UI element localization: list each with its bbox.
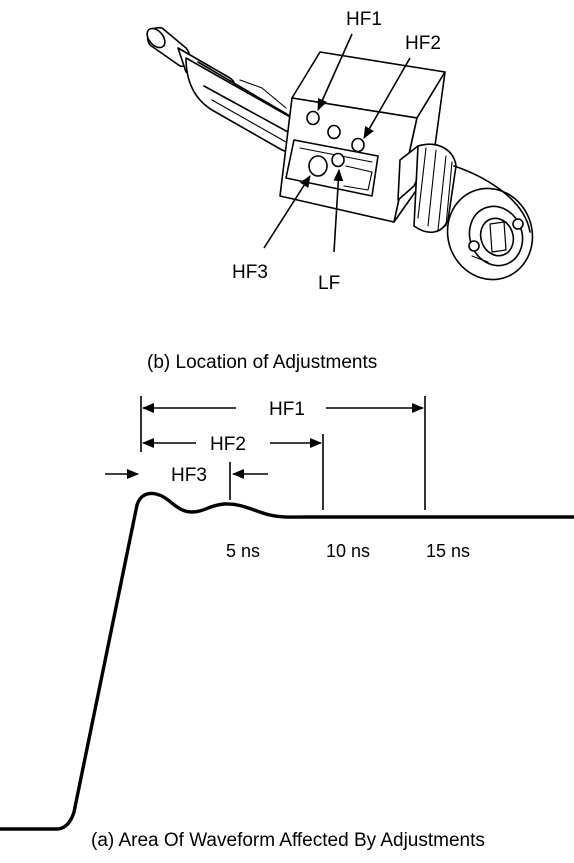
hf2-span-label: HF2 <box>210 434 246 455</box>
five-ns-tick-label: 5 ns <box>226 541 260 561</box>
hf1-probe-label: HF1 <box>346 9 382 30</box>
waveform-figure-caption: (a) Area Of Waveform Affected By Adjustm… <box>91 830 485 851</box>
hf1-adjustment-hole <box>306 110 320 126</box>
probe-illustration <box>146 26 534 281</box>
hf2-probe-label: HF2 <box>405 33 441 54</box>
hf3-span-label: HF3 <box>171 465 207 486</box>
step-response-waveform <box>0 491 574 831</box>
hf2-adjustment-hole <box>351 137 365 153</box>
lf-leader-arrow <box>333 169 344 253</box>
probe-callouts <box>263 33 411 253</box>
span-markers <box>105 396 426 510</box>
lf-probe-label: LF <box>318 273 340 294</box>
fifteen-ns-tick-label: 15 ns <box>426 541 470 561</box>
hf1-span-label: HF1 <box>269 399 305 420</box>
hf1-leader-arrow <box>317 33 353 111</box>
bnc-connector <box>397 143 534 281</box>
hf3-leader-arrow <box>263 175 311 249</box>
hf2-leader-arrow <box>363 57 411 139</box>
hf3-probe-label: HF3 <box>232 262 268 283</box>
hf3-adjustment-hole <box>308 155 328 177</box>
center-adjustment-hole <box>327 124 341 140</box>
probe-tip <box>146 26 300 153</box>
probe-figure-caption: (b) Location of Adjustments <box>147 352 377 373</box>
lf-adjustment-hole <box>331 152 345 168</box>
ten-ns-tick-label: 10 ns <box>326 541 370 561</box>
